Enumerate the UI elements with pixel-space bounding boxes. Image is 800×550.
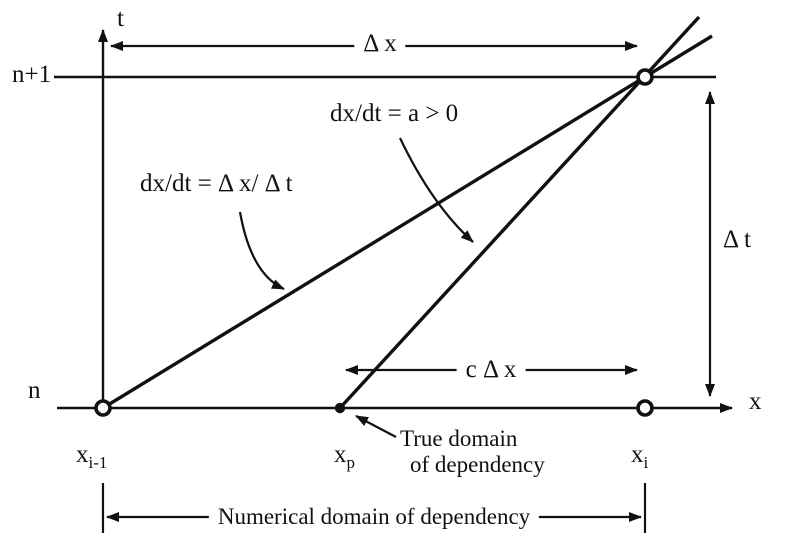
n-label: n bbox=[28, 377, 41, 404]
label-x-i-1-base: x bbox=[76, 441, 89, 468]
n-plus-1-label: n+1 bbox=[12, 61, 52, 88]
true-domain-pointer-arrow bbox=[355, 415, 397, 438]
label-x-i-1-sub: i-1 bbox=[88, 453, 108, 472]
numerical-characteristic-label: dx/dt = Δ x/ Δ t bbox=[140, 170, 293, 197]
label-x-p-sub: p bbox=[346, 453, 356, 472]
true-domain-label-line1: True domain bbox=[400, 426, 518, 451]
c-delta-x-label: c Δ x bbox=[456, 356, 526, 384]
label-x-p-base: x bbox=[334, 441, 347, 468]
grid-point-x-i-n-plus-1 bbox=[636, 68, 654, 86]
t-axis-label: t bbox=[117, 5, 124, 32]
x-p-point bbox=[334, 402, 346, 414]
numerical-characteristic-line bbox=[102, 34, 713, 410]
numerical-domain-label: Numerical domain of dependency bbox=[208, 504, 540, 530]
grid-point-x-i-1-n bbox=[94, 399, 112, 417]
label-x-p: xp bbox=[334, 441, 356, 472]
true-domain-label-line2: of dependency bbox=[410, 452, 545, 477]
numerical-characteristic-pointer-arrow bbox=[238, 211, 285, 291]
label-x-i-1: xi-1 bbox=[76, 441, 108, 472]
true-characteristic-pointer-arrow bbox=[399, 137, 474, 243]
true-characteristic-label: dx/dt = a > 0 bbox=[330, 100, 459, 127]
label-x-i-base: x bbox=[631, 441, 644, 468]
label-x-i-sub: i bbox=[643, 453, 649, 472]
grid-point-x-i-n bbox=[636, 399, 654, 417]
delta-x-label: Δ x bbox=[354, 30, 406, 58]
delta-t-label: Δ t bbox=[723, 226, 751, 253]
label-x-i: xi bbox=[631, 441, 649, 472]
x-axis-label: x bbox=[749, 388, 762, 415]
